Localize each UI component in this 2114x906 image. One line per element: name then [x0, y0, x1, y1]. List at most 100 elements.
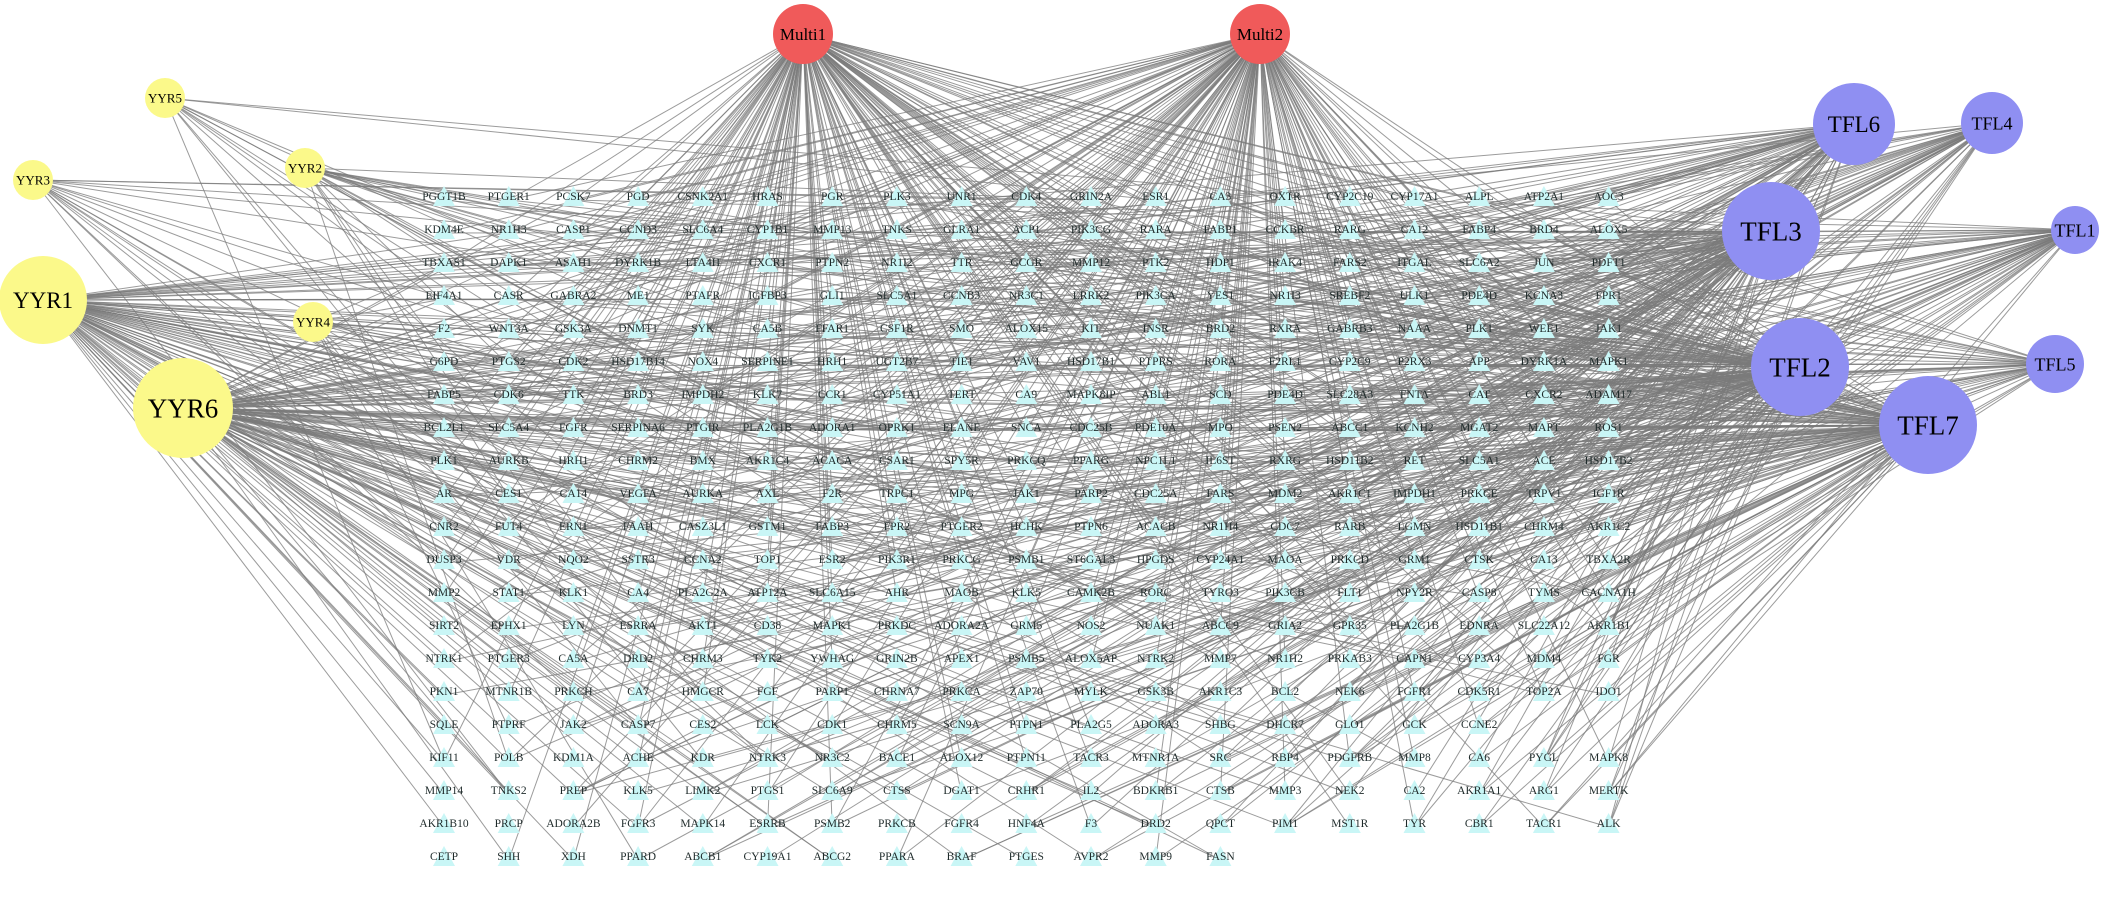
target-label: HSD17B14 [611, 356, 665, 368]
target-node: BRD3 [623, 384, 653, 404]
target-triangle [1015, 417, 1038, 437]
target-node: PCSK7 [556, 186, 591, 206]
target-triangle [821, 582, 844, 602]
target-label: HSD17B2 [1585, 455, 1633, 467]
hub-node-yyr5: YYR5 [145, 78, 185, 118]
target-label: AKR1C2 [1587, 521, 1631, 533]
target-triangle [1597, 186, 1620, 206]
target-triangle [1468, 813, 1491, 833]
target-label: ADORA1 [809, 422, 856, 434]
target-label: CYP2C9 [1329, 356, 1371, 368]
target-node: PGGT1B [422, 186, 466, 206]
target-triangle [950, 648, 973, 668]
edge [182, 407, 639, 663]
edge [573, 424, 1929, 432]
target-node: MPO [1208, 417, 1233, 437]
target-triangle [950, 318, 973, 338]
target-label: CDK2 [558, 356, 588, 368]
target-triangle [1209, 813, 1232, 833]
target-label: CHRM3 [683, 653, 723, 665]
edge [832, 229, 2076, 300]
target-triangle [885, 516, 908, 536]
target-label: ABCC1 [1331, 422, 1368, 434]
target-triangle [497, 648, 520, 668]
target-node: KIF11 [429, 747, 459, 767]
target-node: KIT [1080, 318, 1102, 338]
target-node: MDM2 [1268, 483, 1303, 503]
target-triangle [627, 450, 650, 470]
target-label: PREP [560, 785, 588, 797]
edge [637, 33, 804, 564]
target-node: APEX1 [944, 648, 980, 668]
target-triangle [1403, 813, 1426, 833]
target-node: PIK3CG [1071, 219, 1111, 239]
target-triangle [1274, 714, 1297, 734]
edge [182, 298, 1027, 409]
target-label: BDKRB1 [1133, 785, 1179, 797]
target-label: MMP2 [428, 587, 461, 599]
target-node: TRPV1 [1526, 483, 1562, 503]
target-node: PTPN1 [1009, 714, 1043, 734]
target-triangle [1274, 384, 1297, 404]
edge [1220, 123, 1855, 333]
target-node: IL6ST [1205, 450, 1235, 470]
edge [1608, 424, 1929, 630]
target-triangle [756, 648, 779, 668]
edge [1479, 424, 1929, 531]
target-node: PPARD [620, 846, 656, 866]
target-triangle [1532, 813, 1555, 833]
target-label: PRKAB3 [1328, 653, 1372, 665]
target-label: RBP4 [1271, 752, 1299, 764]
edge [961, 123, 1855, 498]
target-triangle [1080, 417, 1102, 437]
target-label: AXL [756, 488, 780, 500]
edge [1543, 424, 1929, 795]
target-label: ADORA3 [1132, 719, 1179, 731]
target-triangle [497, 615, 520, 635]
target-label: IDO1 [1595, 686, 1621, 698]
edge [182, 407, 1286, 729]
target-node: ABCG2 [813, 846, 851, 866]
target-node: CTSS [883, 780, 911, 800]
target-label: MTNR1B [485, 686, 532, 698]
target-triangle [950, 252, 973, 272]
target-node: CSNK2A1 [678, 186, 728, 206]
target-node: JAK1 [1595, 318, 1622, 338]
target-label: NR1H3 [491, 224, 527, 236]
target-label: CDC25B [1070, 422, 1113, 434]
target-label: PIK3CB [1265, 587, 1305, 599]
target-label: SREBF2 [1329, 290, 1370, 302]
target-label: APEX1 [944, 653, 980, 665]
target-label: MAOB [944, 587, 979, 599]
target-node: ATP2A1 [1524, 186, 1564, 206]
target-label: BRD3 [623, 389, 653, 401]
target-label: PLK3 [883, 191, 911, 203]
target-node: PRKAB3 [1328, 648, 1372, 668]
target-label: CTSK [1464, 554, 1494, 566]
target-node: ME1 [627, 285, 650, 305]
target-node: CDK2 [558, 351, 589, 371]
edge [182, 199, 1286, 409]
target-triangle [821, 648, 844, 668]
target-node: SLC28A3 [1326, 384, 1373, 404]
edge [32, 179, 445, 564]
target-triangle [1338, 549, 1361, 569]
target-triangle [1144, 648, 1167, 668]
target-triangle [627, 615, 650, 635]
edge [1284, 122, 1993, 432]
target-node: NR3C2 [815, 747, 850, 767]
target-triangle [691, 714, 714, 734]
target-triangle [950, 549, 973, 569]
target-triangle [1209, 318, 1232, 338]
target-node: DNMT1 [618, 318, 658, 338]
target-label: MAPK14 [680, 818, 725, 830]
target-node: PSMB1 [1008, 549, 1045, 569]
edge [508, 123, 1855, 663]
target-node: KLK5 [623, 780, 653, 800]
target-node: HNF4A [1008, 813, 1046, 833]
edge [637, 123, 1855, 729]
target-label: PSMB5 [1008, 653, 1045, 665]
target-label: ERN1 [559, 521, 588, 533]
target-label: CACNA1H [1581, 587, 1635, 599]
target-label: PDE4D [1267, 389, 1303, 401]
